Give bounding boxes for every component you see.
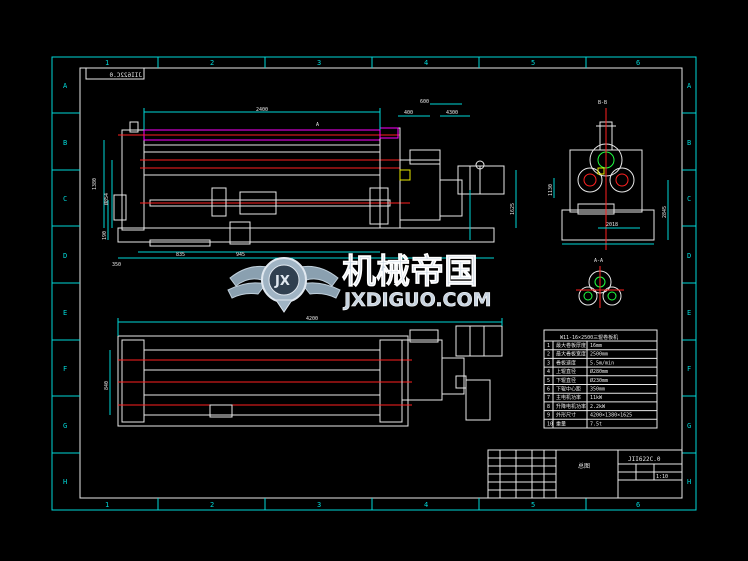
spec-row-value: 350mm — [590, 387, 605, 393]
dim-835: 835 — [176, 252, 185, 258]
dim-1380: 1380 — [92, 178, 98, 190]
spec-row-no: 1 — [547, 343, 550, 349]
dim-4300: 4300 — [446, 110, 458, 116]
spec-row-value: Ø280mm — [590, 368, 608, 375]
dim-400: 400 — [404, 110, 413, 116]
section-view-aa — [576, 266, 624, 308]
title-block-name: 总图 — [578, 462, 590, 470]
row-label-f-right: F — [687, 365, 691, 373]
spec-row-no: 7 — [547, 395, 550, 401]
row-label-e: E — [63, 309, 67, 317]
col-label-6-bottom: 6 — [636, 501, 640, 509]
watermark-site: JXDIGUO.COM — [342, 289, 492, 311]
front-dimensions — [103, 103, 517, 259]
spec-row-name: 外形尺寸 — [556, 412, 576, 419]
row-label-c-right: C — [687, 195, 691, 203]
spec-row-value: 2.2kW — [590, 404, 606, 410]
dim-840: 840 — [104, 381, 110, 390]
front-view — [113, 121, 505, 247]
spec-row-name: 升降电机功率 — [556, 403, 586, 410]
row-label-b-right: B — [687, 139, 691, 147]
spec-row-value: 16mm — [590, 343, 602, 349]
side-view-bb — [561, 108, 655, 250]
section-label-a: A — [316, 122, 319, 128]
row-label-d-right: D — [687, 252, 691, 260]
spec-row-value: 2500mm — [590, 352, 608, 358]
spec-row-no: 2 — [547, 352, 550, 358]
col-label-2-bottom: 2 — [210, 501, 214, 509]
row-label-a-right: A — [687, 82, 692, 90]
spec-row-no: 3 — [547, 360, 550, 366]
dim-4200: 4200 — [306, 316, 318, 322]
col-label-5-bottom: 5 — [531, 501, 535, 509]
row-label-h-right: H — [687, 478, 691, 486]
spec-row-no: 5 — [547, 378, 550, 384]
row-label-h: H — [63, 478, 67, 486]
col-label-3-top: 3 — [317, 59, 321, 67]
row-label-g-right: G — [687, 422, 691, 430]
section-label-aa: A-A — [594, 258, 603, 264]
dim-600: 600 — [420, 99, 429, 105]
spec-row-name: 卷板速度 — [556, 359, 576, 366]
col-label-1-top: 1 — [105, 59, 109, 67]
dim-350: 350 — [112, 262, 121, 268]
row-label-a: A — [63, 82, 68, 90]
col-label-4-bottom: 4 — [424, 501, 428, 509]
dim-1625: 1625 — [510, 203, 516, 215]
drawing-code-mirrored: JII622C.0 — [109, 72, 142, 79]
col-label-1-bottom: 1 — [105, 501, 109, 509]
spec-rows: 1 最大卷板厚度 16mm 2 最大卷板宽度 2500mm 3 卷板速度 5.5m/min 4 上辊… — [547, 342, 632, 427]
col-label-3-bottom: 3 — [317, 501, 321, 509]
dim-190: 190 — [102, 231, 108, 240]
code-box — [85, 67, 145, 80]
spec-row-no: 4 — [547, 369, 550, 375]
spec-row-name: 最大卷板宽度 — [556, 351, 586, 358]
row-label-e-right: E — [687, 309, 691, 317]
spec-row-no: 10 — [547, 421, 553, 427]
spec-row-name: 下辊中心距 — [556, 386, 581, 393]
spec-row-name: 上辊直径 — [556, 368, 576, 375]
watermark-logo-letters: JX — [274, 274, 290, 289]
title-block — [487, 449, 683, 499]
spec-row-name: 下辊直径 — [556, 377, 576, 384]
col-label-6-top: 6 — [636, 59, 640, 67]
col-label-4-top: 4 — [424, 59, 428, 67]
row-label-c: C — [63, 195, 67, 203]
spec-table — [543, 329, 658, 429]
plan-dimensions — [109, 318, 503, 415]
plan-view — [117, 325, 503, 427]
spec-row-value: 5.5m/min — [590, 360, 614, 366]
zone-ticks — [52, 57, 696, 510]
spec-row-name: 主电机功率 — [556, 394, 581, 401]
row-label-b: B — [63, 139, 67, 147]
side-dimensions — [553, 178, 669, 240]
title-block-ratio: 1:10 — [656, 474, 668, 480]
spec-row-value: 11kW — [590, 395, 603, 401]
spec-row-value: 4200×1380×1625 — [590, 413, 632, 419]
spec-row-value: Ø230mm — [590, 377, 608, 384]
row-label-d: D — [63, 252, 67, 260]
row-label-g: G — [63, 422, 67, 430]
spec-row-value: 7.5t — [590, 421, 602, 427]
spec-row-name: 重量 — [556, 420, 566, 427]
dim-2400: 2400 — [256, 107, 268, 113]
title-block-code: JII622C.0 — [628, 456, 661, 463]
col-label-2-top: 2 — [210, 59, 214, 67]
spec-row-no: 6 — [547, 387, 550, 393]
watermark-cn-name: 机械帝国 — [342, 252, 478, 292]
dim-860: Ø854 — [103, 193, 110, 205]
spec-row-name: 最大卷板厚度 — [556, 342, 586, 349]
section-label-bb: B-B — [598, 100, 607, 106]
spec-row-no: 9 — [547, 413, 550, 419]
dim-2018: 2018 — [606, 222, 618, 228]
dim-1130: 1130 — [548, 184, 554, 196]
dim-945: 945 — [236, 252, 245, 258]
row-label-f: F — [63, 365, 67, 373]
col-label-5-top: 5 — [531, 59, 535, 67]
watermark-logo: JX — [227, 257, 341, 313]
spec-row-no: 8 — [547, 404, 550, 410]
spec-table-title: W11-16×2500三辊卷板机 — [560, 334, 618, 341]
dim-2845: 2845 — [662, 206, 668, 218]
